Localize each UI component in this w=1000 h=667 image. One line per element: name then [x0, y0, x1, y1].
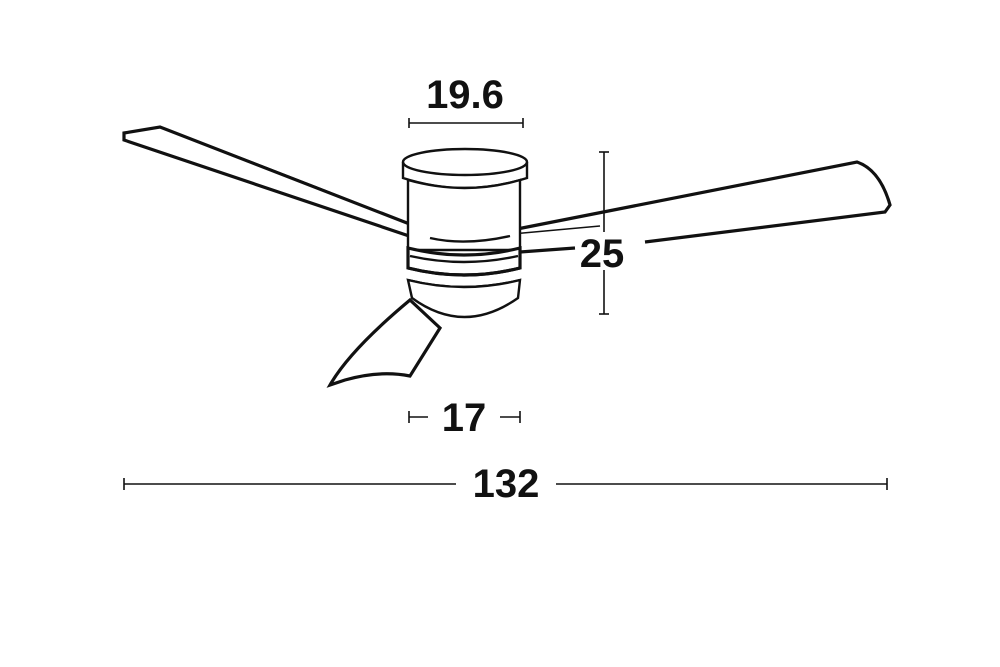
dimension-label-bottom-width: 17	[442, 396, 487, 440]
left-blade	[122, 125, 448, 245]
dimension-label-height: 25	[580, 232, 625, 276]
dimension-height: 25	[580, 151, 625, 315]
bottom-left-blade	[326, 297, 443, 388]
dimension-blade-span: 132	[123, 462, 888, 506]
dimension-top-width: 19.6	[408, 73, 524, 128]
dimension-bottom-width: 17	[408, 396, 521, 440]
motor-housing	[401, 147, 529, 319]
dimension-label-top-width: 19.6	[426, 73, 504, 117]
right-blade	[511, 160, 892, 254]
dimension-label-blade-span: 132	[473, 462, 540, 506]
